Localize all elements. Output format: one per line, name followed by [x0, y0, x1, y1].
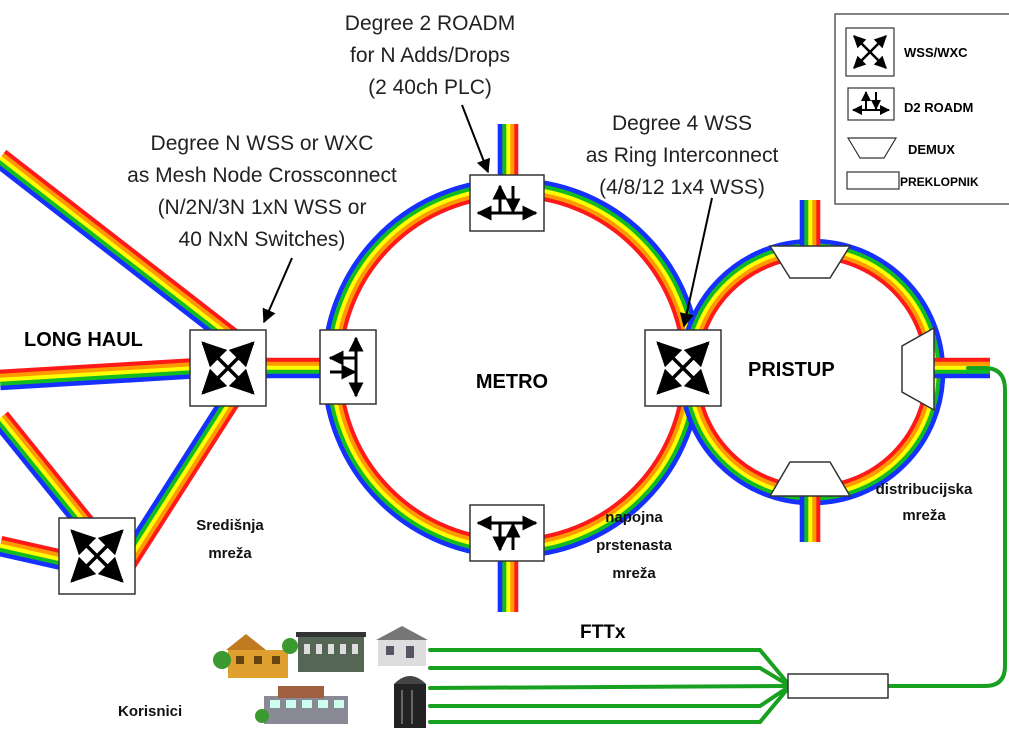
core-west-bundle-stripe: [0, 551, 61, 571]
legend-switch-icon: [846, 171, 900, 190]
house-icon: [213, 634, 298, 678]
roadm-annotation-line-2: for N Adds/Drops: [350, 44, 510, 67]
ring-interconnect-annotation: Degree 4 WSS as Ring Interconnect (4/8/1…: [586, 112, 779, 199]
preklopnik-switch: [787, 673, 889, 699]
legend-roadm-label: D2 ROADM: [904, 100, 973, 115]
demux-top: [768, 245, 852, 279]
metro-ring-stripe: [321, 177, 703, 559]
long-haul-upper-bundle-stripe: [1, 153, 236, 337]
roadm-node-bottom: [469, 504, 545, 562]
long-haul-lower-bundle-stripe: [4, 411, 101, 529]
metro-ring-stripe: [325, 181, 699, 555]
core-diagonal-bundle-stripe: [116, 401, 241, 592]
metro-ring-stripe: [333, 189, 691, 547]
korisnici-label: Korisnici: [118, 703, 182, 720]
sredisnja-label-1: Središnja: [196, 517, 264, 534]
wss-node-ring-interconnect: [644, 329, 722, 407]
long-haul-lower-bundle-stripe: [0, 420, 91, 536]
long-haul-middle-bundle-stripe: [0, 365, 201, 383]
core-west-bundle-stripe: [1, 535, 65, 555]
roadm-annotation-line-1: Degree 2 ROADM: [345, 12, 515, 35]
mesh-annotation-line-4: 40 NxN Switches): [179, 228, 346, 251]
demux-right: [901, 326, 935, 412]
mesh-node-annotation: Degree N WSS or WXC as Mesh Node Crossco…: [127, 132, 397, 251]
long-haul-upper-bundle-stripe: [0, 156, 234, 340]
pointer-arrows: [262, 104, 713, 328]
long-haul-upper-bundle-stripe: [0, 160, 231, 343]
long-haul-upper-bundle-stripe: [3, 149, 239, 334]
long-haul-middle-bundle-stripe: [0, 357, 200, 375]
roadm-annotation-line-3: (2 40ch PLC): [368, 76, 492, 99]
napojna-label-2: prstenasta: [596, 537, 673, 554]
core-west-bundle-stripe: [0, 547, 62, 567]
legend-demux-icon: [846, 137, 898, 159]
pristup-label: PRISTUP: [748, 359, 835, 381]
core-west-bundle-stripe: [0, 539, 64, 559]
long-haul-lower-bundle-stripe: [1, 414, 97, 531]
legend-demux-label: DEMUX: [908, 142, 955, 157]
long-haul-label: LONG HAUL: [24, 329, 143, 351]
demux-bottom: [768, 461, 852, 497]
mesh-annotation-line-1: Degree N WSS or WXC: [151, 132, 374, 155]
legend: WSS/WXC D2 ROADM DEMUX PREKLOPNIK: [834, 13, 1009, 205]
legend-wss-icon: [845, 27, 895, 77]
mesh-annotation-line-3: (N/2N/3N 1xN WSS or: [158, 196, 367, 219]
cottage-icon: [376, 626, 428, 666]
long-haul-upper-bundle-stripe: [0, 165, 229, 347]
wss-node-long-haul: [189, 329, 267, 407]
napojna-label-3: mreža: [612, 565, 656, 582]
metro-ring-stripe: [329, 185, 695, 551]
fttx-label: FTTx: [580, 622, 626, 643]
office-building-icon: [255, 686, 348, 724]
ring-annotation-line-3: (4/8/12 1x4 WSS): [599, 176, 765, 199]
legend-switch-label: PREKLOPNIK: [900, 175, 979, 189]
ring-annotation-line-2: as Ring Interconnect: [586, 144, 779, 167]
wss-node-core: [58, 517, 136, 595]
building-icons: [213, 626, 428, 728]
mesh-annotation-line-2: as Mesh Node Crossconnect: [127, 164, 397, 187]
distribucijska-label-1: distribucijska: [876, 481, 973, 498]
metro-label: METRO: [476, 371, 548, 393]
fttx-fibers: [428, 366, 1007, 724]
core-west-bundle-stripe: [0, 543, 63, 563]
metro-ring-stripe: [337, 193, 687, 543]
roadm-annotation: Degree 2 ROADM for N Adds/Drops (2 40ch …: [345, 12, 515, 99]
sredisnja-label-2: mreža: [208, 545, 252, 562]
napojna-label-1: napojna: [605, 509, 663, 526]
long-haul-middle-bundle-stripe: [0, 361, 200, 379]
legend-wss-label: WSS/WXC: [904, 45, 968, 60]
long-haul-lower-bundle-stripe: [0, 416, 94, 534]
distribucijska-label-2: mreža: [902, 507, 946, 524]
townhouse-icon: [296, 632, 366, 672]
roadm-node-left: [319, 329, 377, 405]
roadm-node-top: [469, 174, 545, 232]
long-haul-middle-bundle-stripe: [0, 369, 201, 387]
legend-roadm-icon: [847, 87, 895, 121]
long-haul-middle-bundle-stripe: [0, 373, 201, 391]
ring-annotation-line-1: Degree 4 WSS: [612, 112, 752, 135]
tower-icon: [394, 676, 426, 728]
